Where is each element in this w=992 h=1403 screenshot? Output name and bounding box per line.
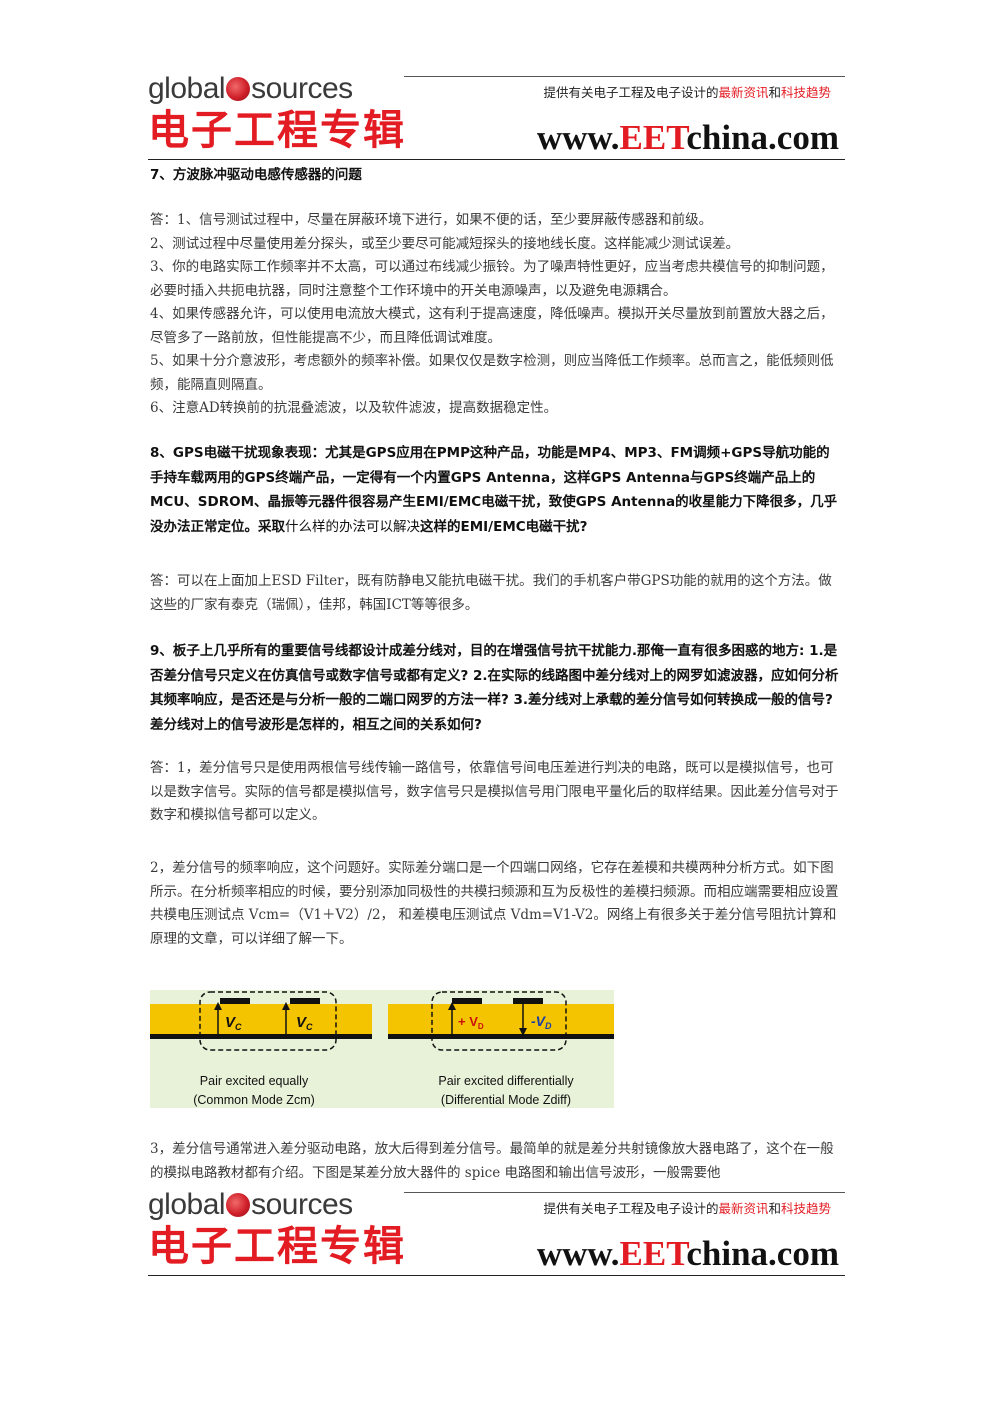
answer-9-text-3: 3，差分信号通常进入差分驱动电路，放大后得到差分信号。最简单的就是差分共射镜像放… [150,1141,834,1181]
answer-9-text-2: 2，差分信号的频率响应，这个问题好。实际差分端口是一个四端口网络，它存在差模和共… [150,860,839,947]
right-trace-2 [513,998,543,1004]
answer-9-part-2: 2，差分信号的频率响应，这个问题好。实际差分端口是一个四端口网络，它存在差模和共… [150,857,843,951]
global-sources-logo-2: global sources [148,1188,353,1222]
tagline-mid-2: 和 [768,1201,781,1216]
right-caption-line-2: (Differential Mode Zdiff) [441,1093,571,1107]
header-bottom-rule [148,159,845,160]
section-q8: 8、GPS电磁干扰现象表现：尤其是GPS应用在PMP这种产品，功能是MP4、MP… [150,441,843,539]
logo-text-global: global [148,72,226,105]
globe-icon [226,77,251,101]
tagline-mid: 和 [768,85,781,100]
answer-7-item-5: 5、如果十分介意波形，考虑额外的频率补偿。如果仅仅是数字检测，则应当降低工作频率… [150,353,834,393]
page-header-top: global sources 电子工程专辑 提供有关电子工程及电子设计的最新资讯和… [148,72,845,184]
right-arrow-down-head [519,1028,527,1036]
header-top-rule [404,76,845,77]
logo-text-sources-2: sources [251,1188,353,1221]
answer-7-item-2: 2、测试过程中尽量使用差分探头，或至少要尽可能减短探头的接地线长度。这样能减少测… [150,235,740,252]
section-q7: 7、方波脉冲驱动电感传感器的问题 [150,163,843,188]
left-trace-2 [290,998,320,1004]
left-dashed-enclosure [199,991,337,1051]
right-ground-plane [388,1034,614,1039]
question-8-part-a: 8、GPS电磁干扰现象表现：尤其是GPS应用在PMP这种产品，功能是MP4、MP… [150,445,838,535]
left-ground-plane [150,1034,372,1039]
right-dashed-enclosure [431,991,567,1051]
tagline-highlight-news: 最新资讯 [718,85,769,100]
left-trace-1 [220,998,250,1004]
right-label-minus-vd: -VD [531,1013,552,1031]
answer-7: 答：1、信号测试过程中，尽量在屏蔽环境下进行，如果不便的话，至少要屏蔽传感器和前… [150,209,843,421]
left-substrate [150,1004,372,1034]
site-url-prefix: www. [536,118,620,157]
header-tagline-2: 提供有关电子工程及电子设计的最新资讯和科技趋势 [543,1198,831,1217]
question-8-part-c: 这样的EMI/EMC电磁干扰? [420,518,588,535]
logo-text-sources: sources [251,72,353,105]
answer-9-part-3: 3，差分信号通常进入差分驱动电路，放大后得到差分信号。最简单的就是差分共射镜像放… [150,1138,843,1185]
header-bottom-rule-2 [148,1275,845,1276]
answer-7-item-6: 6、注意AD转换前的抗混叠滤波，以及软件滤波，提高数据稳定性。 [150,400,558,416]
tagline-highlight-news-2: 最新资讯 [718,1201,769,1216]
globe-icon [226,1193,251,1217]
logo-text-global-2: global [148,1188,226,1221]
left-caption-line-2: (Common Mode Zcm) [193,1093,315,1107]
left-label-vc2: VC [296,1014,313,1032]
right-caption-line-1: Pair excited differentially [438,1074,574,1088]
left-label-vc1: VC [225,1014,242,1032]
question-9: 9、板子上几乎所有的重要信号线都设计成差分线对，目的在增强信号抗干扰能力.那俺一… [150,643,839,733]
answer-8-text: 答：可以在上面加上ESD Filter，既有防静电又能抗电磁干扰。我们的手机客户… [150,573,832,613]
left-arrow-1-head [214,1002,222,1010]
right-label-plus-vd: + VD [458,1014,484,1031]
question-8: 8、GPS电磁干扰现象表现：尤其是GPS应用在PMP这种产品，功能是MP4、MP… [150,441,843,539]
site-url-suffix: china.com [686,118,839,157]
site-url-eet-2: EET [619,1234,687,1273]
tagline-prefix: 提供有关电子工程及电子设计的 [543,85,719,100]
page-header-bottom: global sources 电子工程专辑 提供有关电子工程及电子设计的最新资讯和… [148,1188,845,1300]
eet-chinese-logo: 电子工程专辑 [148,106,406,154]
site-url-2[interactable]: www.EETchina.com [537,1234,839,1274]
site-url-eet: EET [619,118,687,157]
site-url-prefix-2: www. [536,1234,620,1273]
answer-8: 答：可以在上面加上ESD Filter，既有防静电又能抗电磁干扰。我们的手机客户… [150,570,843,617]
answer-7-item-4: 4、如果传感器允许，可以使用电流放大模式，这有利于提高速度，降低噪声。模拟开关尽… [150,306,834,346]
left-arrow-2-head [282,1002,290,1010]
tagline-highlight-trends: 科技趋势 [780,85,831,100]
section-q9: 9、板子上几乎所有的重要信号线都设计成差分线对，目的在增强信号抗干扰能力.那俺一… [150,639,843,737]
question-8-part-b: 什么样的办法可以解决 [285,518,420,535]
answer-7-item-1: 答：1、信号测试过程中，尽量在屏蔽环境下进行，如果不便的话，至少要屏蔽传感器和前… [150,212,713,228]
answer-9-part-1: 答：1，差分信号只是使用两根信号线传输一路信号，依靠信号间电压差进行判决的电路，… [150,757,843,828]
header-tagline: 提供有关电子工程及电子设计的最新资讯和科技趋势 [543,82,831,101]
header-top-rule-2 [404,1192,845,1193]
site-url[interactable]: www.EETchina.com [537,118,839,158]
eet-chinese-logo-2: 电子工程专辑 [148,1222,406,1270]
left-caption-line-1: Pair excited equally [200,1074,309,1088]
answer-9-text-1: 答：1，差分信号只是使用两根信号线传输一路信号，依靠信号间电压差进行判决的电路，… [150,760,839,823]
answer-7-item-3: 3、你的电路实际工作频率并不太高，可以通过布线减少振铃。为了噪声特性更好，应当考… [150,259,834,299]
global-sources-logo: global sources [148,72,353,106]
right-trace-1 [452,998,482,1004]
site-url-suffix-2: china.com [686,1234,839,1273]
right-substrate [388,1004,614,1034]
question-7: 7、方波脉冲驱动电感传感器的问题 [150,167,362,183]
right-arrow-up-head [448,1002,456,1010]
tagline-prefix-2: 提供有关电子工程及电子设计的 [543,1201,719,1216]
differential-mode-figure: VC VC + VD -VD Pair excited equally (Com… [150,990,614,1108]
tagline-highlight-trends-2: 科技趋势 [780,1201,831,1216]
differential-pair-diagram: VC VC + VD -VD Pair excited equally (Com… [150,991,614,1107]
